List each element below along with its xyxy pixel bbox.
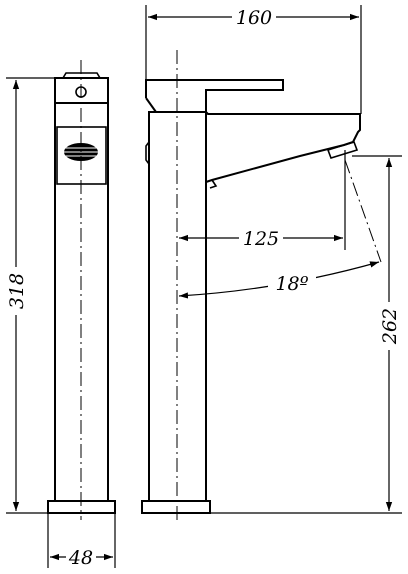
label-base-width: 48 [68,547,93,569]
side-handle-neck [145,97,157,113]
label-spout-reach: 125 [243,228,279,250]
dimension-spout-height [210,155,402,514]
label-spout-angle: 18º [275,273,308,295]
label-total-width: 160 [236,7,272,29]
water-flow-line [344,159,382,263]
side-view [141,50,382,520]
side-aerator-tip [326,141,359,159]
front-view [47,60,116,520]
label-spout-height: 262 [379,308,401,345]
side-base [141,500,211,514]
label-total-height: 318 [6,273,28,309]
side-handle-lever [145,79,284,102]
